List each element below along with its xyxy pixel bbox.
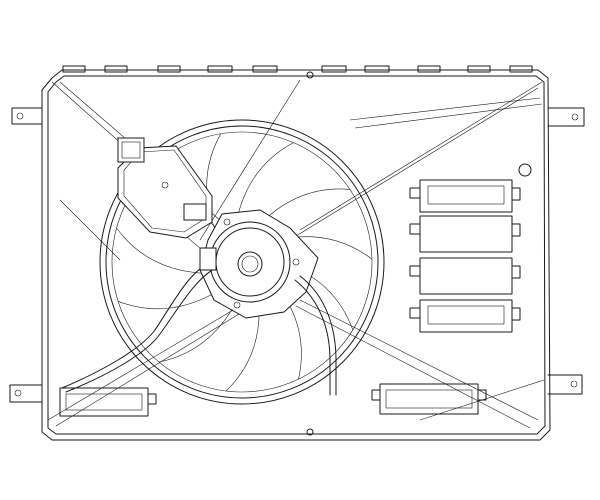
motor-hub bbox=[199, 209, 319, 319]
vent-slot-4 bbox=[409, 299, 521, 333]
side-mounting-brackets bbox=[9, 107, 585, 403]
fan-ring bbox=[99, 119, 385, 405]
control-module bbox=[117, 137, 217, 271]
fan-blade bbox=[236, 142, 294, 223]
vent-slot-1 bbox=[409, 179, 521, 213]
bottom-vent-right bbox=[371, 383, 487, 415]
vent-slot-3 bbox=[409, 257, 521, 295]
top-mounting-tabs bbox=[62, 65, 533, 436]
right-vent-panels bbox=[409, 163, 532, 333]
fan-blade bbox=[116, 227, 204, 274]
bottom-vent-left bbox=[59, 387, 157, 417]
bottom-vent-panels bbox=[59, 383, 487, 417]
shroud-frame bbox=[41, 69, 551, 441]
vent-slot-2 bbox=[409, 215, 521, 253]
wiring-harness bbox=[61, 261, 337, 396]
fan-blade bbox=[117, 291, 216, 310]
fan-blade bbox=[158, 301, 237, 363]
